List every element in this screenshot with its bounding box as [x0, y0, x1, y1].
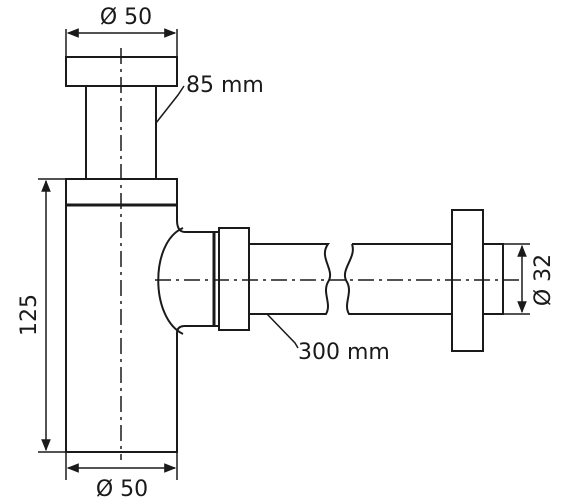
wall-diameter-label: Ø 32 [531, 254, 556, 306]
pipe-length-label: 300 mm [298, 340, 390, 365]
waste-pipe-right [344, 243, 452, 315]
pipe-length-leader [266, 313, 299, 349]
stem-length-label: 85 mm [186, 73, 264, 98]
wall-spigot [482, 243, 504, 315]
bottom-diameter-label: Ø 50 [96, 477, 148, 502]
stem-length-leader [155, 85, 185, 124]
top-diameter-label: Ø 50 [100, 5, 152, 30]
union-nut [218, 227, 250, 331]
outlet-curve [157, 227, 184, 335]
body-height-label: 125 [17, 294, 42, 336]
trap-body [65, 205, 219, 453]
waste-pipe-left [249, 243, 331, 315]
